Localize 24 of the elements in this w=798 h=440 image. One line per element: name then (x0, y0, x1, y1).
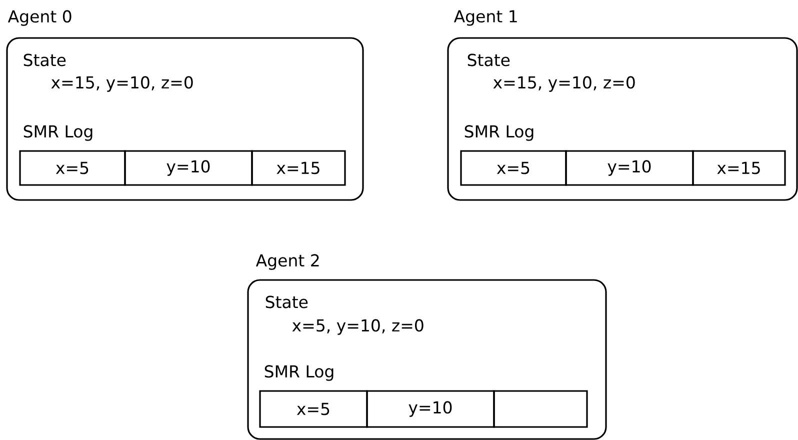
log-cell: y=10 (366, 390, 495, 428)
state-values: x=5, y=10, z=0 (292, 319, 424, 335)
log-cell: x=15 (692, 150, 786, 186)
agent-box (447, 10, 798, 201)
log-heading: SMR Log (464, 125, 534, 141)
log-cell: x=5 (19, 150, 126, 186)
agent-box (247, 254, 607, 440)
log-cell: x=15 (251, 150, 346, 186)
state-values: x=15, y=10, z=0 (493, 76, 635, 92)
log-cell: y=10 (124, 150, 253, 186)
state-heading: State (266, 296, 308, 308)
agent-box (6, 10, 364, 201)
agent-label: Agent 0 (8, 10, 72, 26)
agent-label: Agent 1 (454, 10, 517, 26)
state-values: x=15, y=10, z=0 (51, 76, 193, 92)
state-heading: State (24, 54, 66, 66)
state-heading: State (468, 54, 510, 66)
log-cell (493, 390, 588, 428)
agent-label: Agent 2 (256, 254, 319, 270)
log-heading: SMR Log (264, 365, 334, 381)
log-heading: SMR Log (24, 125, 92, 141)
log-cell: y=10 (565, 150, 694, 186)
log-cell: x=5 (460, 150, 567, 186)
log-cell: x=5 (259, 390, 368, 428)
